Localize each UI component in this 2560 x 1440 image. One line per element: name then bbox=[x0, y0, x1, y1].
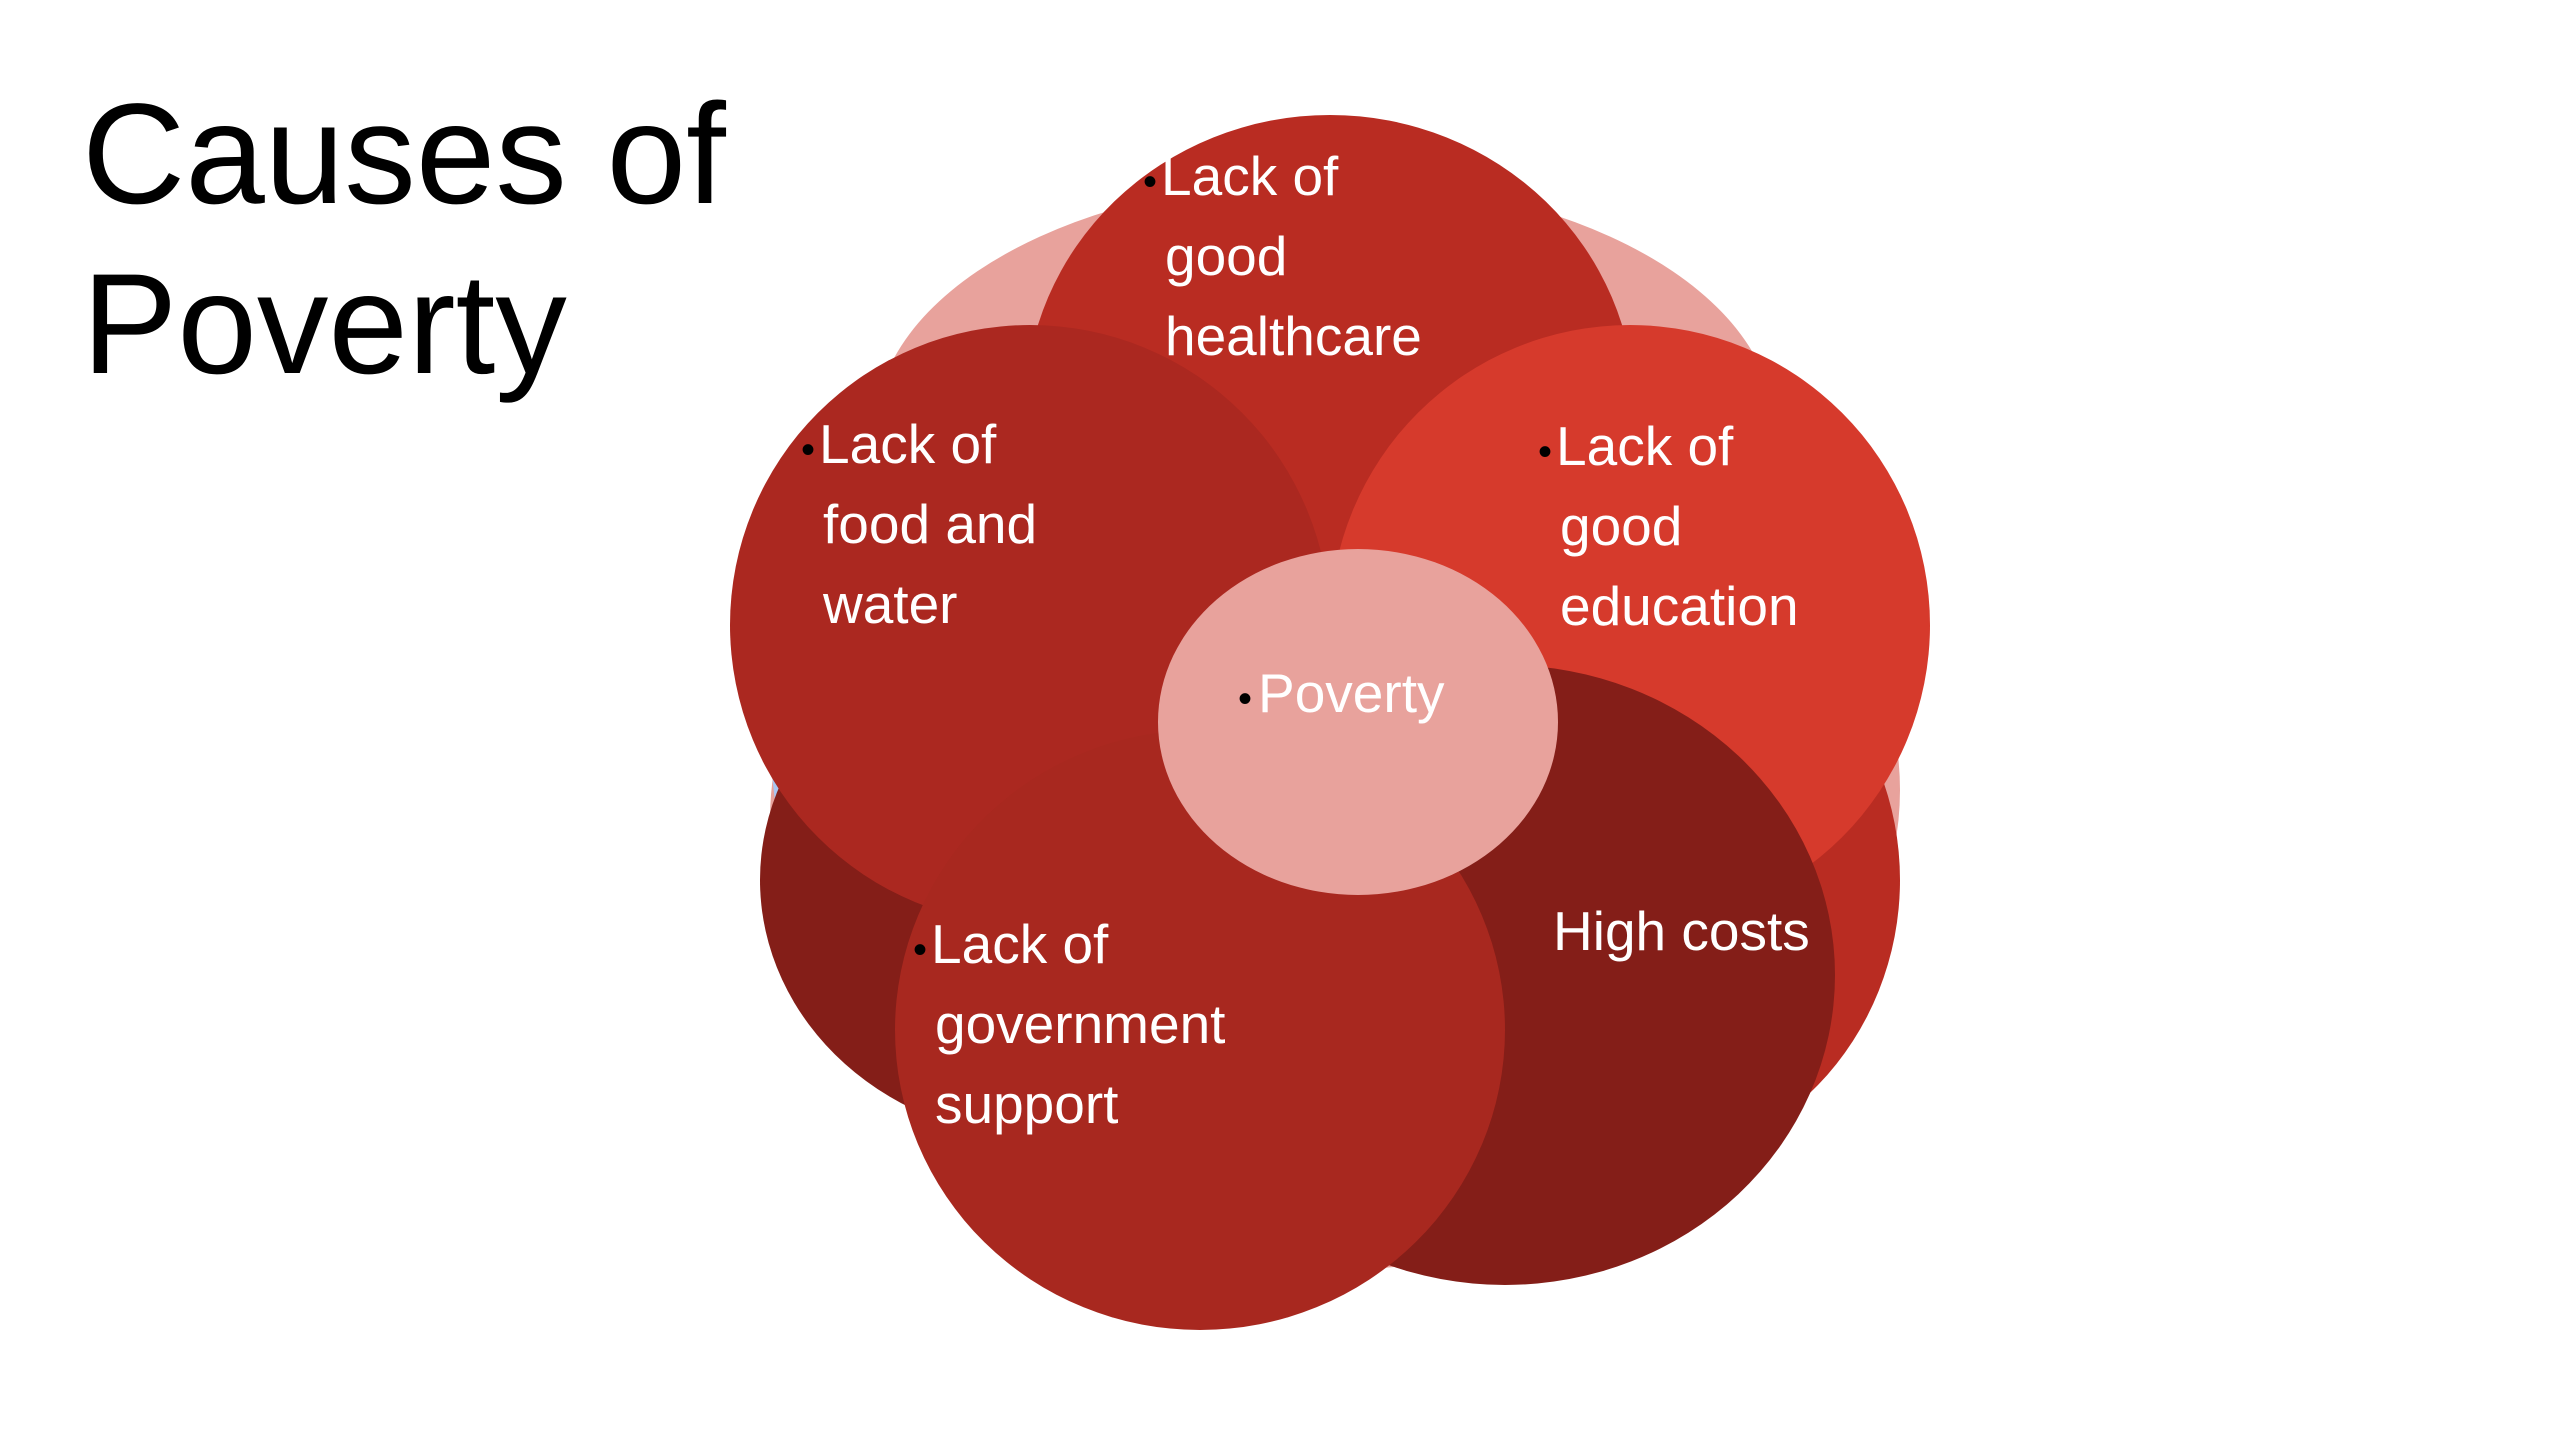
label-line: Lack of bbox=[819, 413, 997, 475]
label-line: Lack of bbox=[1556, 415, 1734, 477]
label-line: Lack of bbox=[931, 913, 1109, 975]
label-line: education bbox=[1560, 575, 1799, 637]
bullet-glyph: • bbox=[1238, 677, 1252, 721]
label-line: water bbox=[822, 573, 958, 635]
bullet-glyph: • bbox=[1538, 430, 1552, 474]
petal-label: •Lack of food and water bbox=[801, 413, 1037, 635]
center-circle bbox=[1158, 549, 1558, 895]
label-line: good bbox=[1560, 495, 1682, 557]
label-line: support bbox=[935, 1073, 1118, 1135]
petal-label: •Lack of government support bbox=[913, 913, 1225, 1135]
petal-label: •Lack of good healthcare bbox=[1143, 145, 1422, 367]
label-line: healthcare bbox=[1165, 305, 1422, 367]
center-label: •Poverty bbox=[1238, 662, 1445, 724]
petal-label: •Lack of good education bbox=[1538, 415, 1799, 637]
bullet-glyph: • bbox=[801, 428, 815, 472]
label-line: High costs bbox=[1553, 900, 1810, 962]
title-line-1: Causes of bbox=[82, 75, 726, 234]
label-line: Lack of bbox=[1161, 145, 1339, 207]
title-line-2: Poverty bbox=[82, 245, 567, 404]
slide-title: Causes of Poverty bbox=[82, 70, 982, 410]
bullet-glyph: • bbox=[1143, 160, 1157, 204]
center-node: •Poverty bbox=[1158, 549, 1558, 895]
label-line: food and bbox=[823, 493, 1037, 555]
center-label-text: Poverty bbox=[1258, 662, 1445, 724]
label-line: government bbox=[935, 993, 1225, 1055]
petal-label: High costs bbox=[1553, 900, 1810, 962]
bullet-glyph: • bbox=[913, 928, 927, 972]
label-line: good bbox=[1165, 225, 1287, 287]
